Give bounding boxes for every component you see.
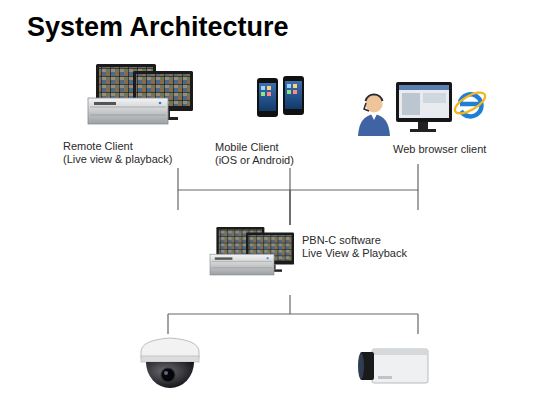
component-node: Remote Client(Live view & playback) [60,60,202,168]
server-workstation [210,227,294,275]
node-label: Mobile Client [215,141,279,154]
node-label: Live View & Playback [302,247,407,260]
bracket-ticks [178,190,418,210]
node-label: PBN-C software [302,234,381,247]
connector-line [178,168,290,225]
component-node: Mobile Client(iOS or Android) [212,72,322,168]
camera-wiring [168,295,418,334]
node-label: Remote Client [63,140,133,153]
mobile-phones [257,76,304,117]
node-label: (Live view & playback) [63,153,172,166]
component-node: Web browser client [345,68,515,164]
diagram-title: System Architecture [27,12,289,43]
connector-line [290,164,418,225]
remote-workstation [88,64,193,124]
node-label: (iOS or Android) [215,154,294,167]
web-client-illustration [358,82,488,136]
box-camera [358,349,428,383]
node-label: Web browser client [393,143,486,156]
dome-camera [141,338,199,388]
component-node: PBN-C softwareLive View & Playback [205,225,455,295]
